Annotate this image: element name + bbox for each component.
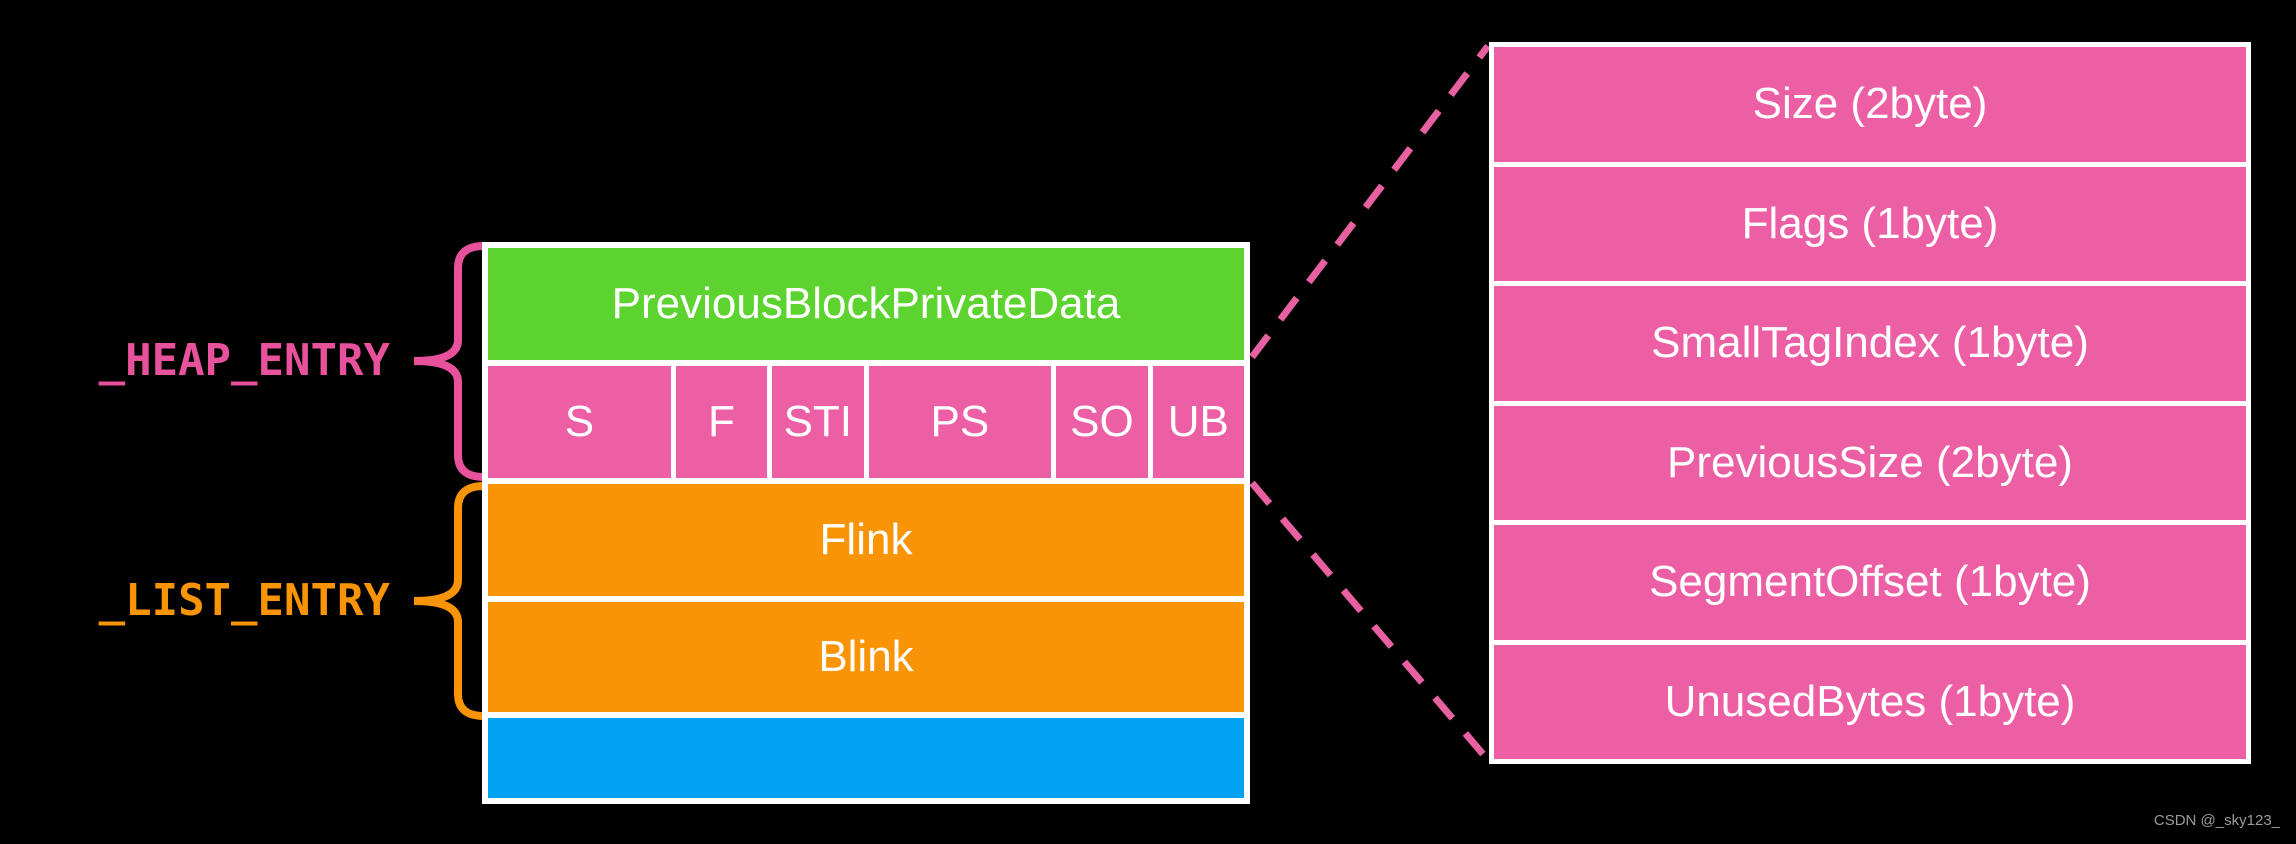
heap-entry-block: PreviousBlockPrivateData S F STI PS SO U… — [482, 242, 1250, 804]
heap-entry-brace — [413, 242, 488, 481]
list-entry-brace — [413, 482, 488, 720]
previous-block-private-data-text: PreviousBlockPrivateData — [611, 279, 1121, 328]
field-cell-small-tag-index: STI — [772, 366, 864, 478]
zoom-dashed-line-top — [1249, 43, 1491, 360]
blink-row: Blink — [488, 602, 1244, 712]
blink-text: Blink — [818, 632, 914, 681]
detail-row-previous-size: PreviousSize (2byte) — [1494, 405, 2246, 520]
previous-block-private-data-row: PreviousBlockPrivateData — [488, 248, 1244, 360]
detail-row-small-tag-index: SmallTagIndex (1byte) — [1494, 286, 2246, 401]
detail-row-flags: Flags (1byte) — [1494, 166, 2246, 281]
flink-text: Flink — [819, 515, 913, 564]
flink-row: Flink — [488, 484, 1244, 596]
detail-row-size: Size (2byte) — [1494, 47, 2246, 162]
heap-entry-detail-panel: Size (2byte) Flags (1byte) SmallTagIndex… — [1489, 42, 2251, 764]
user-data-row — [488, 718, 1244, 798]
field-cell-unused-bytes: UB — [1152, 366, 1244, 478]
list-entry-label: _LIST_ENTRY — [98, 575, 390, 626]
heap-entry-fields-row: S F STI PS SO UB — [488, 366, 1244, 478]
detail-row-segment-offset: SegmentOffset (1byte) — [1494, 525, 2246, 640]
field-cell-segment-offset: SO — [1056, 366, 1148, 478]
detail-row-unused-bytes: UnusedBytes (1byte) — [1494, 644, 2246, 759]
zoom-dashed-line-bottom — [1249, 480, 1491, 763]
field-cell-previous-size: PS — [868, 366, 1052, 478]
field-cell-flags: F — [675, 366, 768, 478]
field-cell-size: S — [488, 366, 671, 478]
heap-entry-label: _HEAP_ENTRY — [98, 335, 390, 386]
watermark-text: CSDN @_sky123_ — [2153, 812, 2280, 829]
